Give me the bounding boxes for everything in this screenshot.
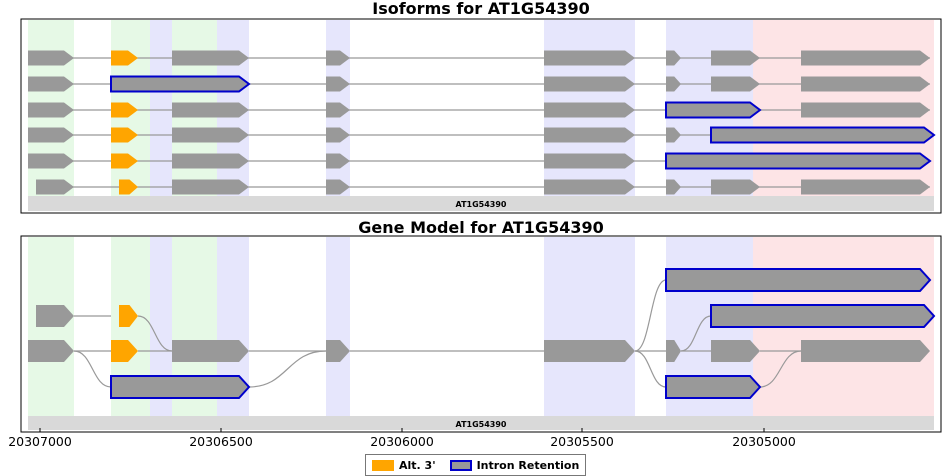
x-tick-label: 20307000 bbox=[8, 434, 72, 449]
intron-retention-arrow bbox=[110, 75, 251, 93]
intron-retention-arrow bbox=[665, 101, 762, 119]
model-connectors bbox=[73, 279, 802, 388]
intron-retention-arrow bbox=[110, 375, 251, 399]
highlight-band bbox=[150, 237, 172, 416]
exon-arrow bbox=[28, 127, 74, 143]
exon-arrow bbox=[666, 76, 681, 92]
legend-item-alt3: Alt. 3' bbox=[372, 459, 436, 472]
exon-arrow bbox=[544, 179, 635, 195]
model-gene-bar bbox=[28, 416, 934, 430]
exon-arrow bbox=[711, 76, 760, 92]
exon-arrow bbox=[28, 76, 74, 92]
exon-arrow bbox=[666, 179, 681, 195]
exon-arrow bbox=[172, 340, 249, 362]
exon-arrow bbox=[326, 50, 350, 66]
exon-arrow bbox=[544, 76, 635, 92]
alt3-exon-arrow bbox=[111, 340, 138, 362]
exon-arrow bbox=[711, 340, 760, 362]
exon-arrow bbox=[544, 50, 635, 66]
alt3-exon-arrow bbox=[111, 50, 138, 66]
exon-arrow bbox=[172, 179, 249, 195]
isoforms-panel: AT1G54390 bbox=[20, 18, 942, 214]
x-tick-label: 20306500 bbox=[189, 434, 253, 449]
model-gene-label: AT1G54390 bbox=[456, 420, 507, 429]
exon-arrow bbox=[801, 50, 930, 66]
splice-connector bbox=[634, 279, 667, 352]
splice-connector bbox=[634, 350, 667, 388]
exon-arrow bbox=[801, 179, 930, 195]
exon-arrow bbox=[544, 153, 635, 169]
splice-connector bbox=[137, 315, 173, 352]
model-exons bbox=[28, 268, 936, 399]
exon-arrow bbox=[666, 127, 681, 143]
intron-retention-arrow bbox=[710, 126, 936, 144]
exon-arrow bbox=[801, 76, 930, 92]
isoforms-title: Isoforms for AT1G54390 bbox=[372, 0, 589, 18]
splice-connector bbox=[680, 315, 712, 352]
x-axis: 20307000 20306500 20306000 20305500 2030… bbox=[8, 428, 796, 449]
splice-connector bbox=[73, 350, 112, 388]
highlight-band bbox=[150, 20, 172, 196]
exon-arrow bbox=[172, 153, 249, 169]
splice-connector bbox=[759, 350, 802, 388]
exon-arrow bbox=[36, 305, 74, 327]
x-tick-label: 20305000 bbox=[732, 434, 796, 449]
alt3-exon-arrow bbox=[111, 102, 138, 118]
alt3-exon-arrow bbox=[119, 305, 138, 327]
alt3-swatch bbox=[372, 459, 394, 471]
exon-arrow bbox=[544, 127, 635, 143]
alt3-exon-arrow bbox=[119, 179, 138, 195]
exon-arrow bbox=[544, 340, 635, 362]
model-panel: AT1G54390 bbox=[20, 235, 942, 433]
model-title: Gene Model for AT1G54390 bbox=[358, 218, 603, 237]
exon-arrow bbox=[326, 340, 350, 362]
alt3-exon-arrow bbox=[111, 153, 138, 169]
highlight-band bbox=[326, 237, 350, 416]
exon-arrow bbox=[666, 50, 681, 66]
highlight-band bbox=[544, 237, 635, 416]
exon-arrow bbox=[801, 340, 930, 362]
exon-arrow bbox=[326, 127, 350, 143]
isoforms-gene-label: AT1G54390 bbox=[456, 200, 507, 209]
exon-arrow bbox=[28, 153, 74, 169]
exon-arrow bbox=[544, 102, 635, 118]
splice-connector bbox=[248, 350, 327, 388]
intron-retention-arrow bbox=[665, 152, 932, 170]
exon-arrow bbox=[801, 102, 930, 118]
exon-arrow bbox=[172, 127, 249, 143]
exon-arrow bbox=[28, 50, 74, 66]
exon-arrow bbox=[326, 179, 350, 195]
exon-arrow bbox=[711, 50, 760, 66]
legend-item-intron-retention: Intron Retention bbox=[449, 458, 580, 472]
exon-arrow bbox=[36, 179, 74, 195]
intron-retention-arrow bbox=[665, 375, 762, 399]
exon-arrow bbox=[172, 102, 249, 118]
intron-retention-swatch bbox=[449, 459, 472, 471]
exon-arrow bbox=[666, 340, 681, 362]
exon-arrow bbox=[172, 50, 249, 66]
intron-retention-arrow bbox=[665, 268, 932, 292]
exon-arrow bbox=[711, 179, 760, 195]
exon-arrow bbox=[326, 153, 350, 169]
exon-arrow bbox=[326, 76, 350, 92]
x-tick-label: 20306000 bbox=[370, 434, 434, 449]
alt3-exon-arrow bbox=[111, 127, 138, 143]
exon-arrow bbox=[28, 340, 74, 362]
intron-retention-arrow bbox=[710, 304, 936, 328]
x-tick-label: 20305500 bbox=[550, 434, 614, 449]
exon-arrow bbox=[28, 102, 74, 118]
exon-arrow bbox=[326, 102, 350, 118]
isoforms-tracks bbox=[28, 50, 936, 195]
legend-intron-label: Intron Retention bbox=[476, 458, 580, 472]
legend: Alt. 3' Intron Retention bbox=[365, 454, 587, 476]
legend-alt3-label: Alt. 3' bbox=[399, 458, 436, 472]
isoforms-gene-bar bbox=[28, 196, 934, 211]
